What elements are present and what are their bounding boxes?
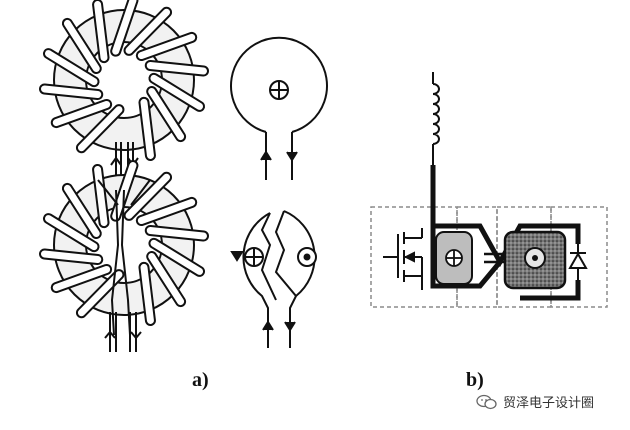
winding-turn-inner: [52, 100, 111, 127]
toroid-top: [39, 0, 209, 178]
winding-turn-inner: [63, 19, 100, 73]
winding-turn-inner: [77, 271, 123, 317]
toroid-top-winding: [39, 0, 209, 162]
capacitor-icon: [484, 252, 504, 264]
winding-turn-inner: [137, 33, 196, 60]
watermark-text: 贸泽电子设计圈: [503, 396, 595, 411]
mosfet-icon: [383, 228, 423, 290]
loop-bottom: [230, 210, 317, 348]
diode-icon: [568, 244, 588, 280]
caption-part-b: b): [466, 369, 484, 391]
winding-turn-inner: [140, 98, 154, 160]
winding-turn-inner: [125, 8, 171, 54]
winding-turn-inner: [137, 198, 196, 225]
loop-top: [230, 36, 328, 180]
winding-turn-inner: [52, 265, 111, 292]
circuit-b: [370, 72, 608, 308]
winding-turn-inner: [150, 74, 204, 110]
winding-turn-inner: [41, 250, 102, 263]
winding-turn-inner: [44, 50, 98, 86]
toroid-bottom-leads: [104, 312, 142, 352]
winding-turn-inner: [148, 252, 185, 306]
winding-turn-inner: [140, 263, 154, 325]
winding-turn-inner: [44, 215, 98, 251]
winding-turn-inner: [146, 227, 207, 240]
winding-turn-inner: [146, 62, 207, 75]
winding-turn-inner: [77, 106, 123, 152]
winding-turn-inner: [148, 87, 185, 141]
wechat-icon: [476, 394, 497, 409]
current-loop-left: [435, 231, 473, 285]
caption-part-a: a): [192, 369, 209, 391]
current-loop-right: [503, 230, 567, 290]
watermark: 贸泽电子设计圈: [476, 392, 594, 411]
inductor-icon: [432, 72, 440, 165]
toroid-bottom-winding: [39, 160, 209, 327]
winding-turn-inner: [41, 85, 102, 98]
toroid-bottom: [39, 160, 209, 352]
winding-turn-inner: [112, 0, 137, 55]
winding-turn-inner: [125, 173, 171, 219]
winding-turn-inner: [94, 165, 108, 227]
winding-turn-inner: [63, 184, 100, 238]
winding-turn-inner: [150, 239, 204, 275]
winding-turn-inner: [94, 0, 108, 62]
